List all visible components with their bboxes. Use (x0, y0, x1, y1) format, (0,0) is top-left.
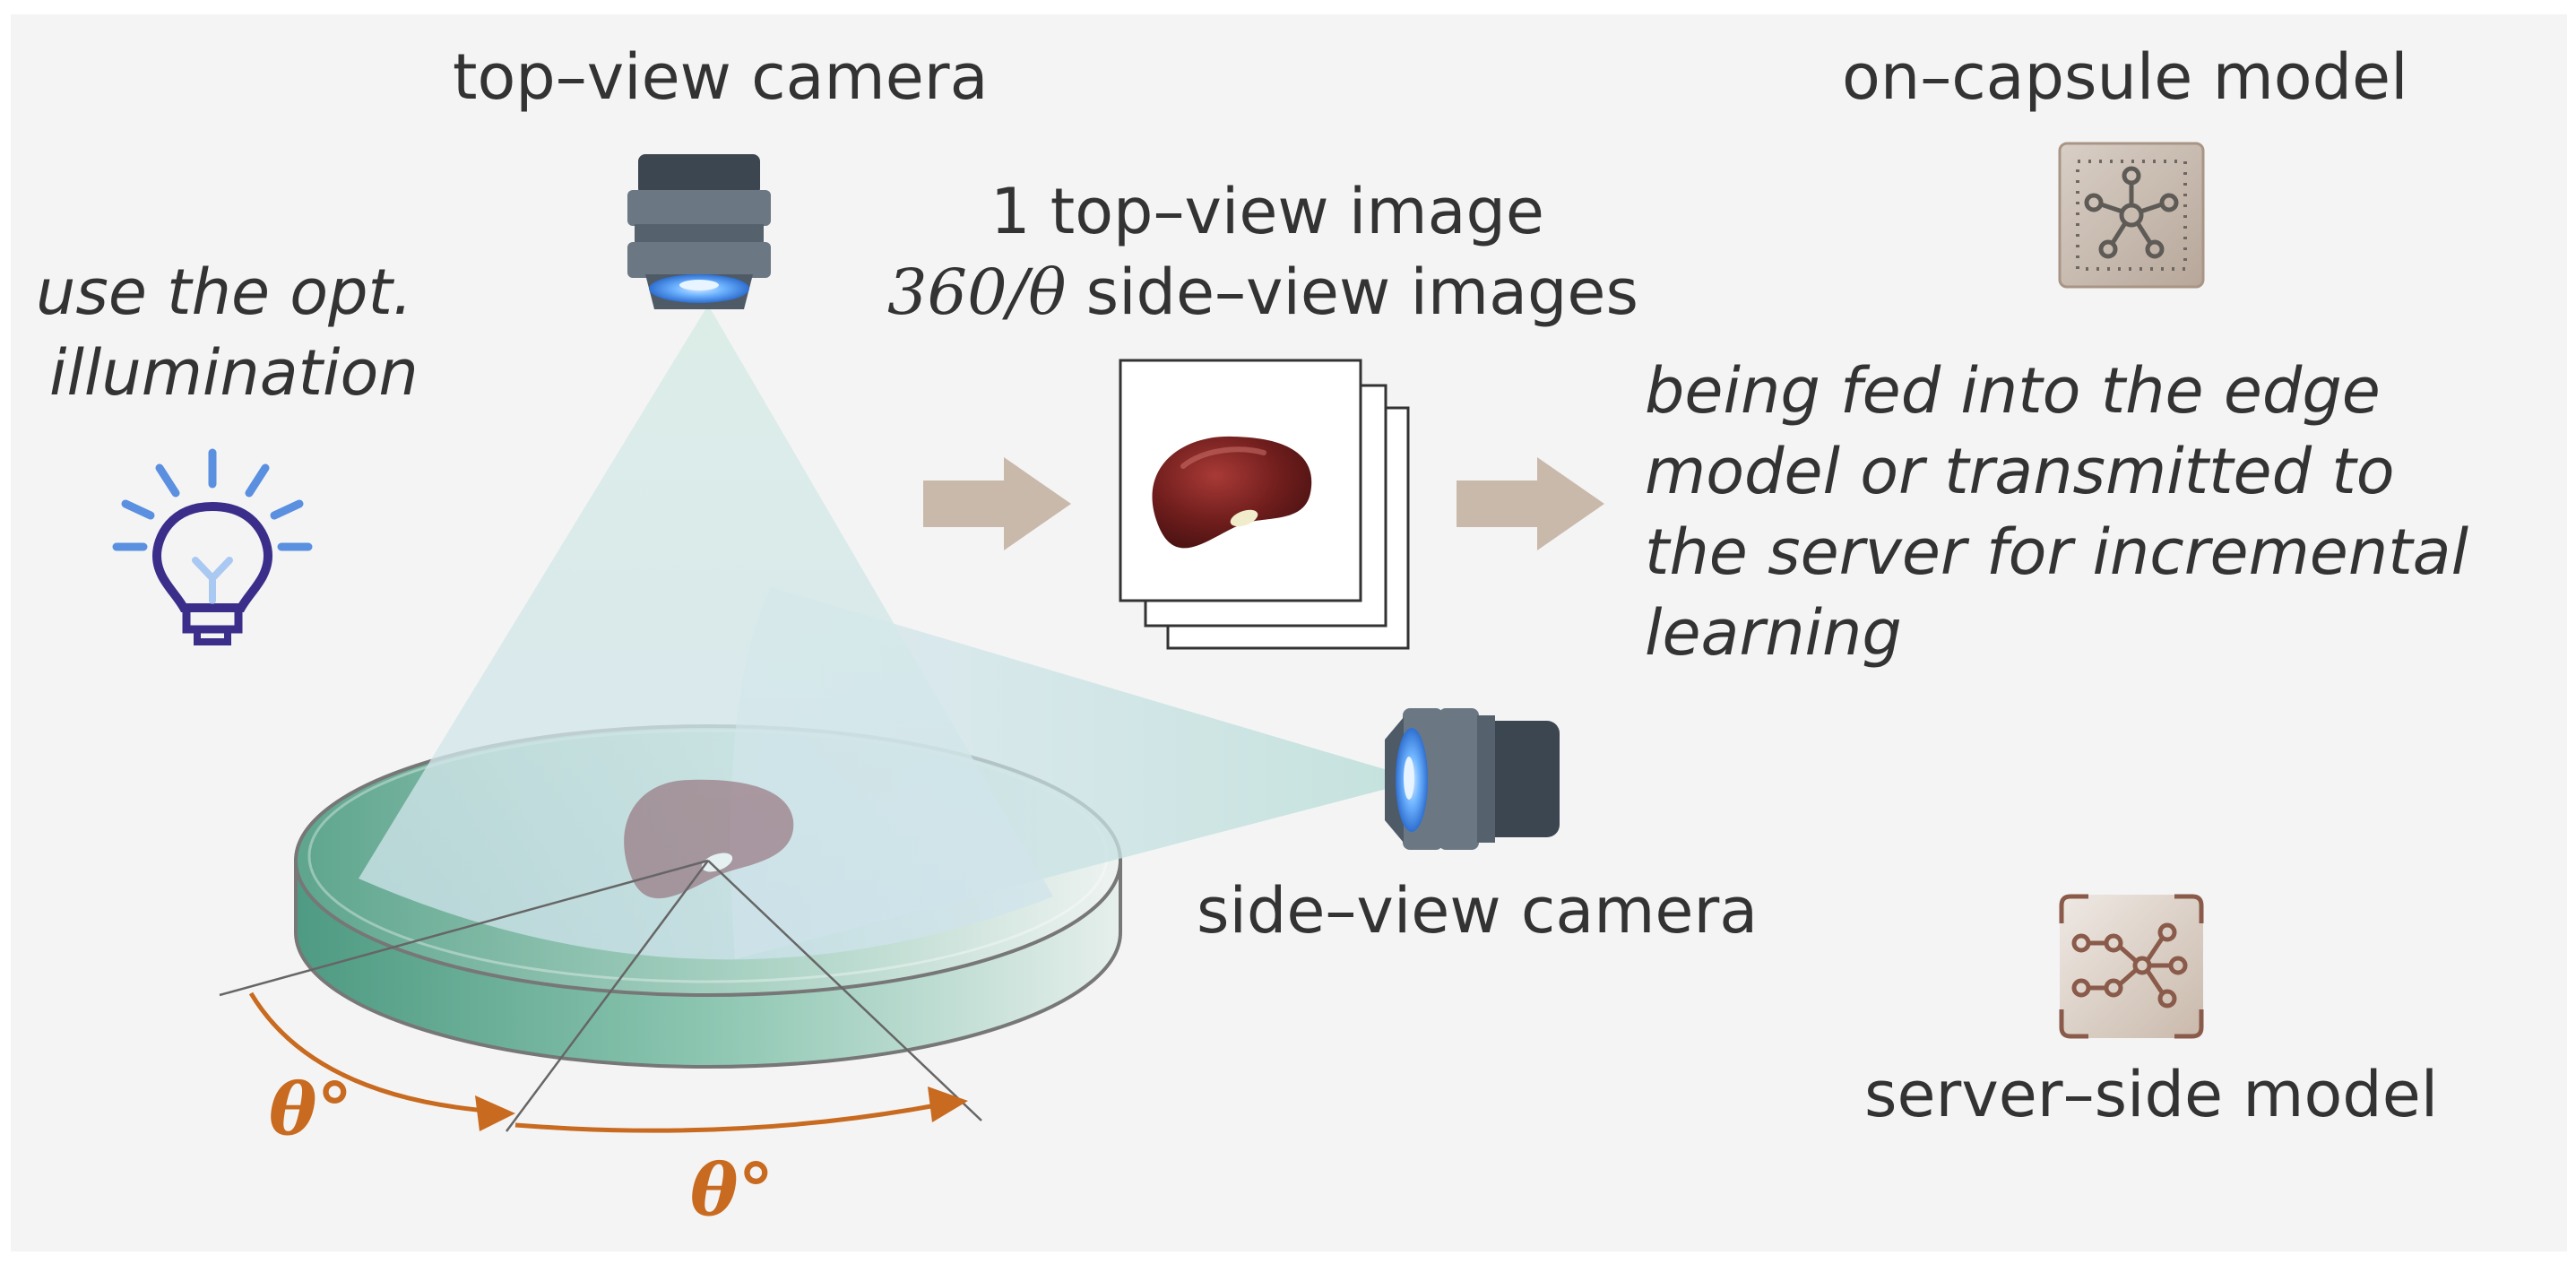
illumination-label-line2: illumination (49, 336, 419, 410)
server-model-label: server–side model (1864, 1058, 2439, 1131)
image-stack (1119, 359, 1410, 650)
fed-label-line2: model or transmitted to (1645, 435, 2395, 508)
angle-label-1: θ° (269, 1067, 353, 1151)
side-camera-label: side–view camera (1197, 874, 1759, 948)
images-label-line1: 1 top–view image (990, 175, 1544, 248)
side-camera-icon (1385, 708, 1560, 850)
fed-label-line4: learning (1645, 596, 1902, 670)
top-camera-light-cone (359, 305, 1053, 960)
angle-lines (219, 859, 982, 1132)
arrow-to-images (923, 457, 1071, 550)
network-chip-icon (2058, 142, 2205, 289)
light-bulb-icon (112, 448, 313, 645)
angle-arcs (248, 991, 951, 1133)
images-angle-expression: 360/θ (887, 255, 1067, 329)
fed-label-line1: being fed into the edge (1645, 354, 2381, 428)
angle-arrowhead-2 (928, 1087, 968, 1122)
illumination-label-line1: use the opt. (36, 255, 413, 329)
top-camera-label: top–view camera (453, 40, 989, 114)
images-side-view-text: side–view images (1066, 255, 1638, 329)
arrow-to-model (1457, 457, 1604, 550)
bean-on-platform (624, 779, 794, 899)
angle-arrowhead-1 (475, 1095, 515, 1131)
angle-label-2: θ° (690, 1147, 774, 1232)
top-camera-icon (627, 154, 771, 309)
images-label-line2: 360/θ side–view images (887, 255, 1638, 329)
network-tree-icon (2059, 894, 2204, 1039)
fed-label-line3: the server for incremental (1645, 515, 2469, 589)
kidney-bean-icon (1152, 436, 1312, 549)
on-capsule-model-label: on–capsule model (1842, 40, 2408, 114)
